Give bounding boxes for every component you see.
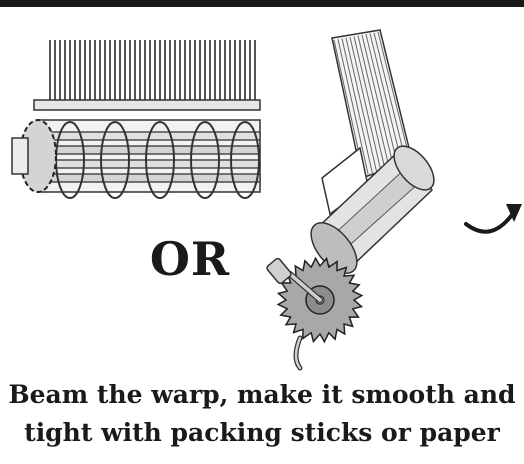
crank-handle <box>266 257 323 303</box>
warp-threads-left <box>49 40 256 100</box>
caption-line-2: tight with packing sticks or paper <box>24 418 500 447</box>
warp-beam-paper-illustration <box>266 29 435 371</box>
warp-loops <box>55 121 260 199</box>
or-divider-label: OR <box>149 232 231 286</box>
caption: Beam the warp, make it smooth and tight … <box>0 376 524 452</box>
cross-bar <box>33 99 261 111</box>
caption-line-1: Beam the warp, make it smooth and <box>8 380 516 409</box>
beam-end-cap <box>19 119 57 193</box>
curved-arrow-icon <box>464 204 522 234</box>
warp-beam-sticks-illustration <box>11 40 261 199</box>
top-border-rule <box>0 0 524 7</box>
beam-axle <box>11 137 29 175</box>
paper-beam-cylinder <box>310 145 435 274</box>
